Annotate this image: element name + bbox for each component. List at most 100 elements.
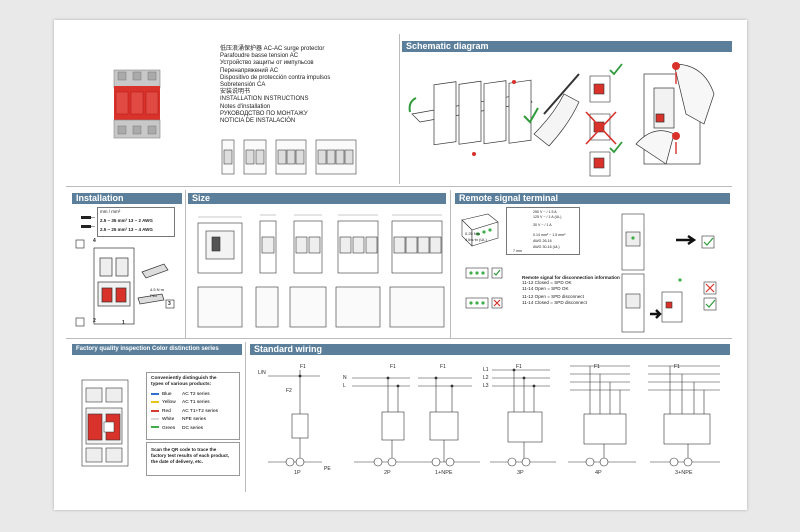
wiring-f2-label: F2: [286, 388, 292, 394]
factory-intro: types of various products:: [151, 382, 212, 387]
color-series-box: Conveniently distinguish the types of va…: [146, 372, 240, 440]
wiring-type-label: 1P: [294, 470, 301, 476]
wiring-l1-label: L1: [483, 367, 489, 373]
product-line: Перенапряжений AC: [220, 67, 279, 74]
product-line: Устройство защиты от импульсов: [220, 60, 314, 67]
product-line: INSTALLATION INSTRUCTIONS: [220, 96, 309, 103]
remote-title: Remote signal for disconnection informat…: [522, 275, 620, 280]
installation-illustration: [74, 238, 182, 334]
wiring-f1-label: F1: [674, 364, 680, 370]
section-header-installation: Installation: [72, 193, 182, 204]
color-swatch: [151, 426, 159, 429]
wire-table-row: 2.5 ~ 25 mm² 13 ~ 4 AWG: [100, 227, 153, 232]
color-swatch: [151, 417, 159, 420]
section-header-schematic: Schematic diagram: [402, 41, 732, 52]
wire-table-row: 2.5 ~ 35 mm² 13 ~ 2 AWG: [100, 218, 153, 223]
spec: 125 V ~ / 1 A (UL): [533, 215, 562, 219]
color-desc: AC T2 series: [182, 392, 210, 397]
remote-line: 11-12 Open = SPD disconnect: [522, 294, 584, 300]
product-line: 低压浪涌保护器 AC-AC surge protector: [220, 46, 325, 52]
strip-length: 7 mm: [513, 249, 522, 253]
qr-code-box: Scan the QR code to trace the factory te…: [146, 442, 240, 476]
color-desc: NPE series: [182, 417, 206, 423]
installation-wire-table: mm / mm² 2.5 ~ 35 mm² 13 ~ 2 AWG 2.5 ~ 2…: [97, 207, 175, 237]
torque-value: 4.5 N·m: [150, 287, 165, 292]
spec: AWG 26-16: [533, 239, 552, 243]
color-series-row: Yellow AC T1 series: [151, 399, 218, 407]
color-swatch: [151, 401, 159, 404]
section-header-wiring: Standard wiring: [250, 344, 730, 355]
product-line: Notes d'installation: [220, 103, 271, 110]
color-swatch: [151, 409, 159, 412]
qr-text: the date of delivery, etc.: [151, 459, 203, 464]
divider: [399, 34, 400, 184]
factory-device-drawing: [76, 374, 142, 470]
wiring-ln-label: L/N: [258, 370, 266, 376]
section-header-remote: Remote signal terminal: [455, 193, 730, 204]
module-variants-thumbnails: [220, 138, 380, 178]
wiring-f1-label: F1: [516, 364, 522, 370]
divider: [450, 190, 451, 338]
divider: [245, 342, 246, 492]
divider: [66, 186, 732, 187]
wiring-type-label: 2P: [384, 470, 391, 476]
wiring-f1-label: F1: [300, 364, 306, 370]
remote-contact-diagrams: [462, 262, 512, 322]
divider: [185, 190, 186, 338]
wire-strip-icon: [80, 214, 96, 232]
color-name: Blue: [162, 392, 172, 397]
section-header-factory: Factory quality inspection Color distinc…: [72, 344, 242, 355]
step-3-label: 3: [168, 301, 171, 307]
section-header-size: Size: [188, 193, 446, 204]
size-drawings: [190, 207, 446, 337]
wiring-type-label: 3P: [517, 470, 524, 476]
remote-torque-ul: 4 lbs·in (UL): [465, 237, 487, 242]
product-line: Sobretensión CA: [220, 82, 266, 89]
remote-status-illustrations: [616, 210, 732, 336]
color-name: Green: [162, 425, 176, 431]
remote-signal-text: Remote signal for disconnection informat…: [522, 275, 620, 306]
wiring-n-label: N: [343, 375, 347, 381]
spec: 250 V ~ / 1.5 A: [533, 210, 557, 214]
product-line: NOTICIA DE INSTALACIÓN: [220, 118, 296, 125]
wiring-type-label: 1+NPE: [435, 470, 453, 476]
product-image: [112, 68, 162, 140]
color-name: Red: [162, 408, 171, 414]
wiring-diagrams: L/N F2 PE N L L1 L2 L3 1P 2P 1+NPE 3P 4P 3+NP…: [250, 358, 730, 478]
step-2-label: 2: [93, 318, 96, 324]
color-series-row: Green DC series: [151, 425, 218, 433]
wiring-l2-label: L2: [483, 375, 489, 381]
qr-text: factory test results of each product,: [151, 453, 230, 458]
product-line: Parafoudre basse tension AC: [220, 53, 299, 60]
wire-table-header: mm / mm²: [100, 209, 121, 214]
color-desc: AC T1 series: [182, 400, 210, 406]
remote-line: 11-12 Closed = SPD OK: [522, 280, 572, 286]
color-series-row: Blue AC T2 series: [151, 391, 218, 399]
color-desc: DC series: [182, 425, 204, 431]
schematic-illustration: [404, 54, 730, 184]
remote-line: 11-14 Closed = SPD disconnect: [522, 300, 587, 306]
product-line: РУКОВОДСТВО ПО МОНТАЖУ: [220, 110, 308, 117]
product-line: 安装说明书: [220, 89, 251, 96]
factory-intro: Conveniently distinguish the: [151, 376, 217, 381]
remote-torque: 0.25 Nm: [465, 231, 481, 236]
wiring-l-label: L: [343, 383, 346, 389]
remote-spec-table: 250 V ~ / 1.5 A 125 V ~ / 1 A (UL) 30 V …: [506, 207, 580, 255]
screwdriver-type: PZ2: [150, 293, 158, 298]
wiring-f1-label: F1: [594, 364, 600, 370]
color-name: Yellow: [162, 400, 176, 406]
wiring-f1-label: F1: [440, 364, 446, 370]
product-title-block: 低压浪涌保护器 AC-AC surge protector Parafoudre…: [220, 46, 330, 125]
spec: 30 V ~ / 1 A: [533, 223, 552, 227]
wiring-pe-label: PE: [324, 466, 331, 472]
wiring-type-label: 4P: [595, 470, 602, 476]
divider: [66, 338, 732, 339]
step-4-label: 4: [93, 238, 96, 244]
product-line: Dispositivo de protección contra impulso…: [220, 74, 331, 81]
step-1-label: 1: [122, 320, 125, 326]
wiring-type-label: 3+NPE: [675, 470, 693, 476]
wiring-l3-label: L3: [483, 383, 489, 389]
